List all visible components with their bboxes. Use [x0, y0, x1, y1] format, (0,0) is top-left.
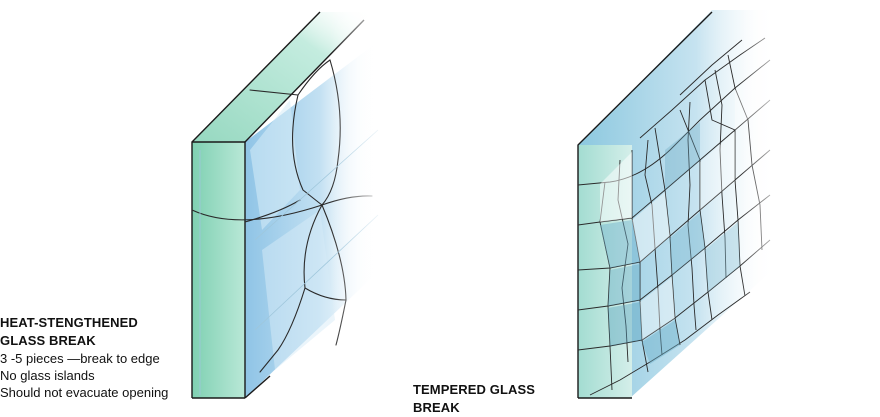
- heat-strengthened-detail-1: 3 -5 pieces —break to edge: [0, 350, 188, 367]
- heat-strengthened-title-line1: HEAT-STENGTHENED: [0, 314, 188, 332]
- heat-strengthened-caption: HEAT-STENGTHENED GLASS BREAK 3 -5 pieces…: [0, 314, 188, 401]
- tempered-pane: [578, 0, 790, 400]
- heat-strengthened-detail-3: Should not evacuate opening: [0, 384, 188, 401]
- tp-fade: [740, 0, 790, 400]
- heat-strengthened-detail-2: No glass islands: [0, 367, 188, 384]
- tempered-caption: TEMPERED GLASS BREAK: [413, 381, 573, 417]
- hs-fade: [330, 0, 390, 400]
- tempered-title: TEMPERED GLASS BREAK: [413, 381, 573, 417]
- heat-strengthened-title-line2: GLASS BREAK: [0, 332, 188, 350]
- heat-strengthened-pane: [192, 0, 390, 400]
